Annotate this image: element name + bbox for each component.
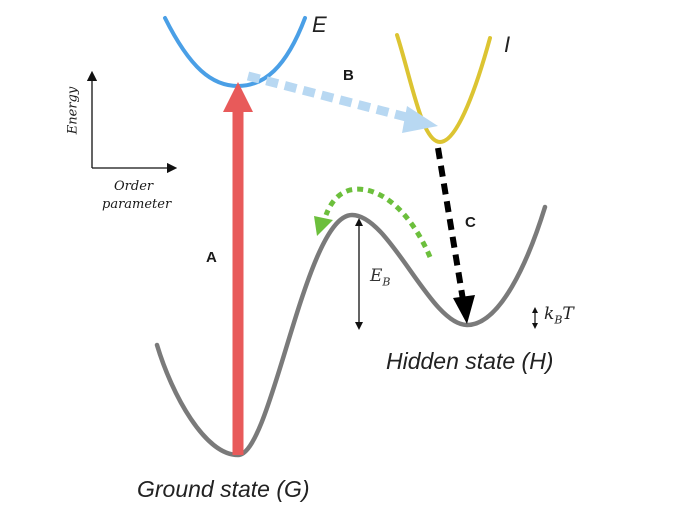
arrow-c	[435, 147, 466, 301]
arrow-b	[246, 71, 412, 123]
thermal-activation-arrow-head	[314, 216, 333, 236]
thermal-activation-arrow	[323, 186, 433, 258]
hidden-state-label: Hidden state (H)	[386, 348, 554, 374]
thermal-energy-label: kBT	[544, 304, 574, 327]
energy-axis-label: Energy	[65, 86, 81, 135]
ground-potential-curve	[154, 204, 548, 458]
arrow-c-head	[453, 295, 475, 324]
arrow-b-label: B	[343, 67, 354, 84]
intermediate-state-curve	[395, 33, 492, 145]
arrow-a-label: A	[206, 249, 217, 266]
arrow-c-label: C	[465, 214, 476, 231]
ground-state-label: Ground state (G)	[137, 476, 310, 502]
excited-curve-label: E	[312, 12, 327, 37]
barrier-height-label: EB	[370, 266, 391, 289]
arrow-b-head	[402, 106, 438, 133]
order-axis-label-line2: parameter	[102, 197, 172, 212]
order-axis-label-line1: Order	[114, 179, 154, 194]
excited-state-curve	[163, 16, 307, 89]
intermediate-curve-label: I	[504, 32, 511, 57]
arrow-a-head	[223, 82, 253, 112]
